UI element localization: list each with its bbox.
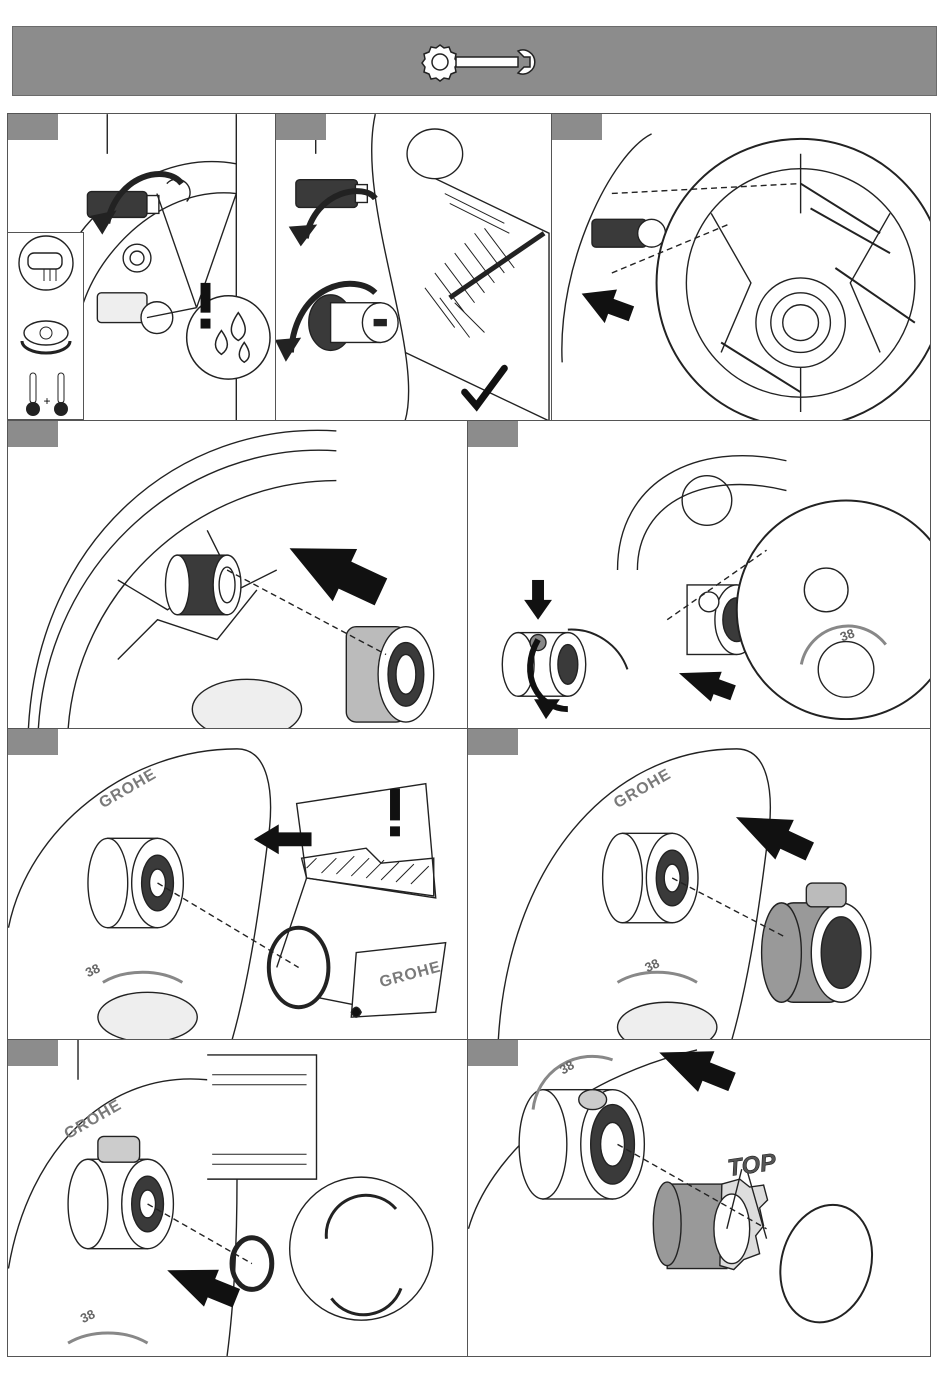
plate-number: 38	[78, 1306, 97, 1326]
step-panel-2	[275, 113, 553, 422]
step-panel-4	[7, 420, 469, 730]
warning-exclamation-icon	[390, 789, 400, 837]
shower-head-icon	[19, 236, 73, 290]
push-arrow-icon	[651, 1040, 740, 1102]
seal-lubrication-illustration: GROHE GROHE 38	[8, 729, 468, 1040]
spline-adapter-illustration	[8, 421, 468, 729]
step-number-3	[552, 114, 602, 140]
checkmark-icon	[465, 368, 505, 406]
knob-test-illustration	[276, 114, 552, 421]
push-arrow-icon	[575, 279, 638, 331]
step-panel-3	[551, 113, 931, 422]
step-panel-7: GROHE 38	[467, 728, 931, 1041]
step-panel-9: 38 TOP	[467, 1039, 931, 1357]
push-arrow-icon	[277, 523, 393, 618]
cartridge-cap-illustration: 38 TOP	[468, 1040, 930, 1356]
step-number-8	[8, 1040, 58, 1066]
step-panel-5: 38	[467, 420, 931, 730]
push-arrow-icon	[674, 658, 739, 708]
retaining-ring-illustration: GROHE 38	[8, 1040, 468, 1356]
header-banner	[12, 26, 937, 96]
step-number-7	[468, 729, 518, 755]
water-drops-warning-icon	[187, 296, 270, 379]
step-number-6	[8, 729, 58, 755]
step-number-1	[8, 114, 58, 140]
shower-stream-icon	[425, 194, 544, 338]
thermometer-icon: +	[26, 373, 68, 416]
plus-sign: +	[43, 394, 50, 408]
step-number-4	[8, 421, 58, 447]
handle-adapter-illustration: GROHE 38	[468, 729, 930, 1040]
wrench-icon	[418, 41, 548, 83]
step-number-5	[468, 421, 518, 447]
flow-dial-icon	[22, 321, 70, 353]
cartridge-top-label: TOP	[726, 1149, 778, 1183]
step-panel-8: GROHE 38	[7, 1039, 469, 1357]
plate-number: 38	[83, 960, 102, 980]
step-number-2	[276, 114, 326, 140]
step-panel-6: GROHE GROHE 38	[7, 728, 469, 1041]
cover-plate-illustration: 38	[468, 421, 930, 729]
push-arrow-icon	[727, 797, 819, 871]
press-down-arrow-icon	[524, 580, 552, 620]
mounting-plate-illustration	[552, 114, 930, 421]
step-number-9	[468, 1040, 518, 1066]
step-1-sidebar: +	[7, 232, 84, 420]
warning-exclamation-icon	[201, 283, 211, 329]
